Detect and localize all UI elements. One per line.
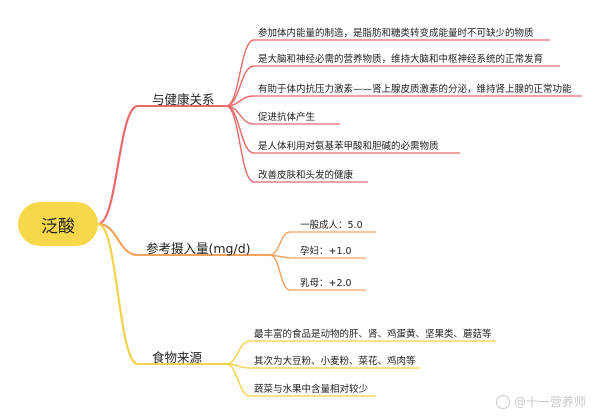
root-to-branch-health <box>97 104 139 226</box>
watermark-text: @十一营养师 <box>513 395 586 409</box>
health-leaf-5: 是人体利用对氨基苯甲酸和胆碱的必需物质 <box>258 141 439 152</box>
food-connector-3 <box>225 363 251 397</box>
intake-connector-3 <box>269 254 291 291</box>
intake-connector-2 <box>269 254 291 259</box>
root-to-branch-intake <box>97 222 139 257</box>
food-connector-1 <box>225 340 251 365</box>
health-leaf-2: 是大脑和神经必需的营养物质，维持大脑和中枢神经系统的正常发育 <box>258 54 544 65</box>
food-leaf-1: 最丰富的食品是动物的肝、肾、鸡蛋黄、坚果类、蘑菇等 <box>254 329 492 340</box>
watermark: @十一营养师 <box>495 393 586 410</box>
health-connector-6 <box>225 105 255 183</box>
health-leaf-4: 促进抗体产生 <box>258 112 316 123</box>
root-node: 泛酸 <box>18 202 98 246</box>
intake-connector-1 <box>269 231 291 256</box>
food-leaf-2: 其次为大豆粉、小麦粉、菜花、鸡肉等 <box>254 356 416 367</box>
root-to-branch-food <box>97 222 139 366</box>
branch-health-label: 与健康关系 <box>152 92 215 107</box>
watermark-logo-icon <box>495 394 510 409</box>
health-leaf-1: 参加体内能量的制造，是脂肪和糖类转变成能量时不可缺少的物质 <box>258 28 534 39</box>
intake-leaf-1: 一般成人：5.0 <box>300 220 363 231</box>
root-label: 泛酸 <box>41 216 75 237</box>
health-leaf-3: 有助于体内抗压力激素——肾上腺皮质激素的分泌，维持肾上腺的正常功能 <box>258 84 572 95</box>
branch-intake-label: 参考摄入量(mg/d) <box>146 241 251 256</box>
intake-leaf-3: 乳母：+2.0 <box>300 278 352 289</box>
intake-leaf-2: 孕妇：+1.0 <box>300 246 352 257</box>
health-connector-2 <box>225 65 255 107</box>
food-leaf-3: 蔬菜与水果中含量相对较少 <box>254 384 369 395</box>
health-leaf-6: 改善皮肤和头发的健康 <box>258 170 354 181</box>
branch-food-label: 食物来源 <box>152 350 203 365</box>
